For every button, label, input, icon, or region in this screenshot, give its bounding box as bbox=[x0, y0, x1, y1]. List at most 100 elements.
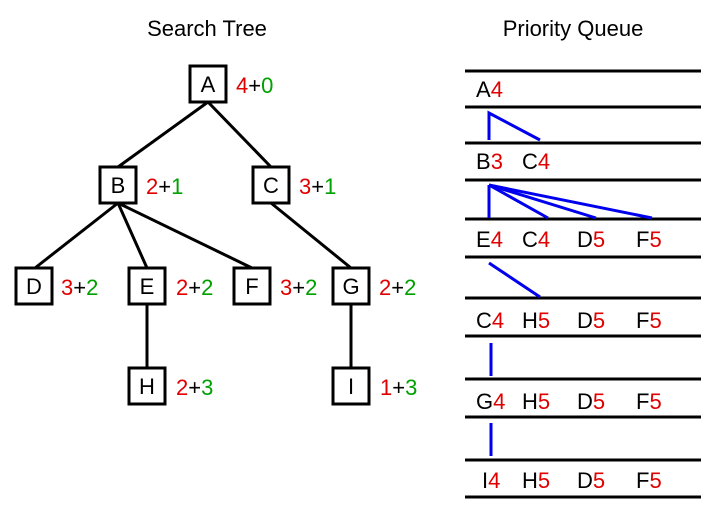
entry-node: E bbox=[476, 227, 491, 252]
entry-node: B bbox=[476, 149, 491, 174]
entry-node: F bbox=[636, 227, 649, 252]
edge-b-d bbox=[34, 201, 119, 270]
connector-b-to-f bbox=[488, 183, 653, 220]
node-box bbox=[14, 266, 54, 306]
queue-entry: A4 bbox=[476, 77, 503, 102]
queue-entry: F5 bbox=[636, 308, 662, 333]
connector-a-expansion bbox=[487, 110, 541, 142]
entry-node: F bbox=[636, 308, 649, 333]
cost-g: 3 bbox=[405, 375, 417, 400]
node-box bbox=[232, 266, 272, 306]
node-label: F bbox=[245, 274, 258, 299]
tree-node-f: F 3+2 bbox=[232, 266, 317, 306]
entry-value: 4 bbox=[492, 308, 504, 333]
entry-value: 4 bbox=[538, 227, 550, 252]
cost-h: 2 bbox=[176, 375, 188, 400]
tree-node-g: G 2+2 bbox=[331, 266, 416, 306]
edge-b-e bbox=[116, 202, 149, 269]
entry-node: H bbox=[522, 389, 538, 414]
cost-h: 3 bbox=[280, 275, 292, 300]
cost-h: 2 bbox=[176, 275, 188, 300]
node-cost: 3+1 bbox=[299, 174, 336, 199]
cost-g: 2 bbox=[86, 275, 98, 300]
cost-h: 2 bbox=[379, 275, 391, 300]
tree-node-a: A 4+0 bbox=[188, 64, 273, 104]
entry-value: 4 bbox=[491, 227, 503, 252]
cost-h: 4 bbox=[236, 73, 248, 98]
tree-node-b: B 2+1 bbox=[98, 165, 183, 205]
queue-entry: D5 bbox=[577, 227, 605, 252]
priority-queue-title: Priority Queue bbox=[503, 16, 644, 41]
queue-entry: H5 bbox=[522, 308, 550, 333]
entry-value: 5 bbox=[593, 227, 605, 252]
entry-node: D bbox=[577, 308, 593, 333]
cost-op: + bbox=[391, 275, 404, 300]
queue-row-2: B3 C4 bbox=[476, 149, 550, 174]
node-label: H bbox=[139, 374, 155, 399]
queue-row-3: E4 C4 D5 F5 bbox=[476, 227, 662, 252]
cost-op: + bbox=[158, 174, 171, 199]
entry-value: 5 bbox=[538, 389, 550, 414]
queue-entry: G4 bbox=[476, 389, 505, 414]
node-box bbox=[127, 366, 167, 406]
node-cost: 4+0 bbox=[236, 73, 273, 98]
cost-op: + bbox=[188, 275, 201, 300]
node-cost: 3+2 bbox=[280, 275, 317, 300]
node-cost: 2+2 bbox=[379, 275, 416, 300]
cost-g: 3 bbox=[201, 375, 213, 400]
queue-entry: F5 bbox=[636, 389, 662, 414]
entry-value: 5 bbox=[649, 308, 661, 333]
node-box bbox=[98, 165, 138, 205]
entry-node: G bbox=[476, 389, 493, 414]
cost-op: + bbox=[248, 73, 261, 98]
queue-entry: C4 bbox=[522, 227, 550, 252]
entry-node: H bbox=[522, 468, 538, 493]
node-label: E bbox=[140, 274, 155, 299]
tree-edges bbox=[34, 100, 353, 368]
entry-node: F bbox=[636, 468, 649, 493]
queue-entry: B3 bbox=[476, 149, 503, 174]
node-box bbox=[251, 165, 291, 205]
queue-entry: I4 bbox=[482, 468, 500, 493]
cost-op: + bbox=[292, 275, 305, 300]
node-label: B bbox=[111, 173, 126, 198]
edge-b-f bbox=[117, 201, 253, 270]
queue-lines bbox=[465, 69, 701, 499]
node-cost: 2+1 bbox=[146, 174, 183, 199]
connector-b-to-c bbox=[488, 183, 549, 220]
entry-value: 4 bbox=[491, 77, 503, 102]
cost-h: 3 bbox=[61, 275, 73, 300]
entry-value: 5 bbox=[649, 389, 661, 414]
entry-value: 4 bbox=[488, 468, 500, 493]
queue-entry: C4 bbox=[476, 308, 504, 333]
edge-c-g bbox=[270, 201, 352, 270]
cost-op: + bbox=[188, 375, 201, 400]
entry-value: 5 bbox=[538, 308, 550, 333]
tree-node-c: C 3+1 bbox=[251, 165, 336, 205]
cost-g: 1 bbox=[171, 174, 183, 199]
node-label: A bbox=[201, 72, 216, 97]
entry-value: 5 bbox=[593, 389, 605, 414]
node-box bbox=[127, 266, 167, 306]
search-tree-title: Search Tree bbox=[147, 16, 267, 41]
entry-value: 3 bbox=[491, 149, 503, 174]
queue-entry: D5 bbox=[577, 308, 605, 333]
cost-h: 1 bbox=[380, 375, 392, 400]
node-cost: 2+2 bbox=[176, 275, 213, 300]
entry-value: 4 bbox=[538, 149, 550, 174]
node-box bbox=[331, 266, 371, 306]
entry-node: D bbox=[577, 227, 593, 252]
entry-value: 5 bbox=[649, 227, 661, 252]
entry-node: C bbox=[522, 149, 538, 174]
cost-g: 2 bbox=[404, 275, 416, 300]
queue-row-6: I4 H5 D5 F5 bbox=[482, 468, 662, 493]
entry-value: 5 bbox=[649, 468, 661, 493]
entry-value: 5 bbox=[593, 308, 605, 333]
connector-b-to-d bbox=[488, 183, 597, 220]
node-cost: 2+3 bbox=[176, 375, 213, 400]
entry-node: D bbox=[577, 468, 593, 493]
cost-h: 2 bbox=[146, 174, 158, 199]
entry-node: D bbox=[577, 389, 593, 414]
queue-entry: D5 bbox=[577, 468, 605, 493]
